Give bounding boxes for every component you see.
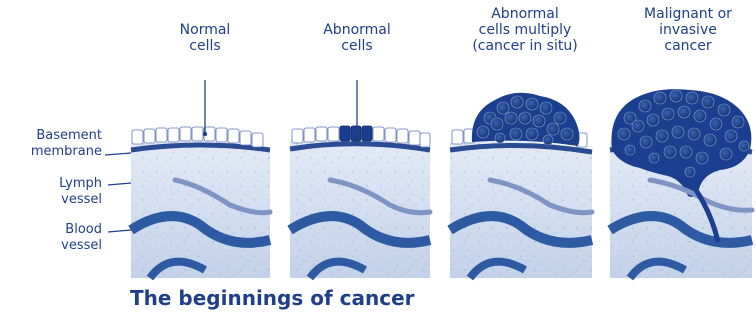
panel-in-situ (450, 93, 592, 278)
panel-abnormal (290, 126, 430, 278)
panel-normal (131, 127, 270, 278)
stage-label-in-situ: Abnormal cells multiply (cancer in situ) (450, 6, 600, 54)
stage-label-abnormal: Abnormal cells (312, 22, 402, 54)
stage-label-invasive: Malignant or invasive cancer (620, 6, 756, 54)
stage-label-normal: Normal cells (160, 22, 250, 54)
label-blood-vessel: Blood vessel (10, 222, 102, 254)
label-basement-membrane: Basement membrane (10, 128, 102, 160)
leader-basement (105, 153, 131, 155)
leader-lymph (108, 183, 131, 185)
label-lymph-vessel: Lymph vessel (10, 176, 102, 208)
diagram-title: The beginnings of cancer (130, 286, 415, 310)
leader-blood (108, 230, 131, 232)
panel-invasive (610, 89, 752, 278)
